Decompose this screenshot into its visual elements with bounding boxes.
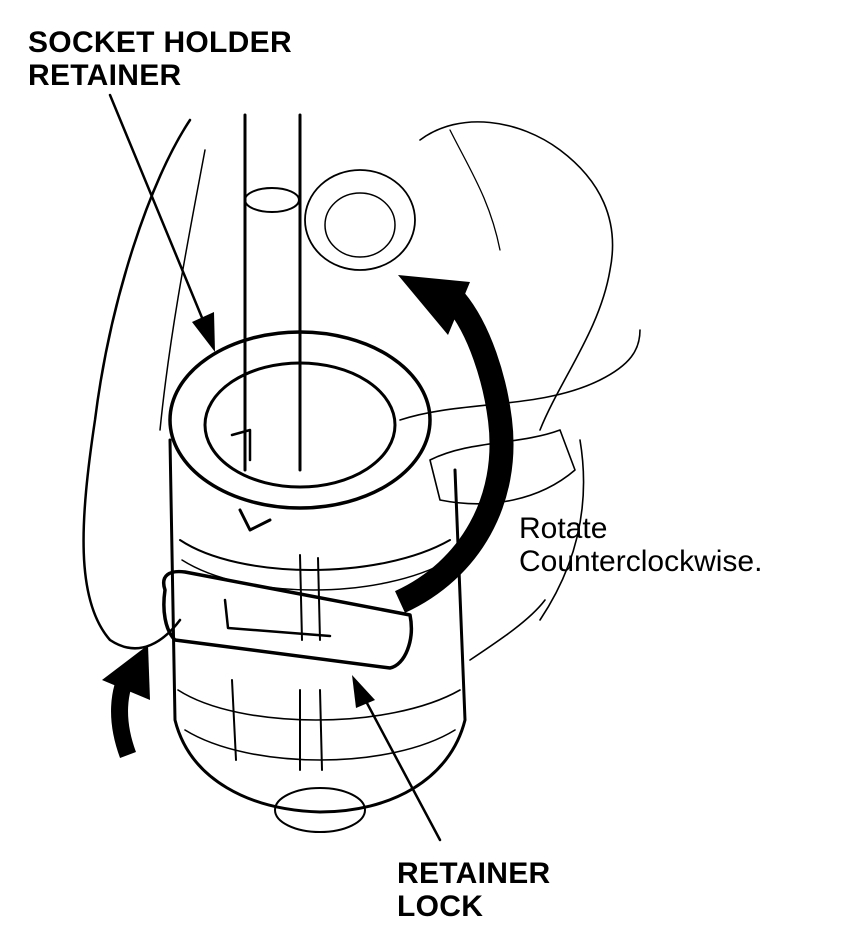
housing-inner: [159, 149, 206, 431]
socket-band-4: [184, 729, 456, 761]
socket-holder-retainer-label: SOCKET HOLDER RETAINER: [28, 26, 292, 92]
background-bracket-2: [449, 129, 501, 251]
push-arrow-icon: [102, 645, 150, 758]
background-panel: [399, 329, 641, 421]
retainer-lock-line-1: RETAINER: [397, 857, 551, 890]
arrowhead-socket-holder: [192, 312, 215, 352]
socket-band-2: [181, 559, 451, 591]
socket-bottom-cap: [274, 787, 366, 833]
background-knob: [304, 169, 416, 271]
retainer-lock-slot: [223, 598, 332, 638]
retainer-ring-inner: [203, 361, 397, 489]
rotate-instruction-label: Rotate Counterclockwise.: [519, 512, 762, 578]
background-edge: [539, 439, 585, 621]
arrowhead-retainer-lock: [352, 675, 375, 708]
retainer-lock-line-2: LOCK: [397, 890, 484, 923]
housing-outline: [82, 118, 192, 650]
socket-holder-retainer-line-1: SOCKET HOLDER: [28, 26, 292, 59]
socket-rib-2: [231, 679, 323, 771]
tool-shaft-top: [244, 187, 300, 213]
background-edge-2: [469, 599, 546, 661]
retainer-notch: [230, 428, 252, 462]
retainer-lock-tab: [162, 569, 413, 670]
retainer-slot: [238, 508, 272, 532]
socket-band-3: [177, 689, 461, 721]
background-bracket: [419, 121, 614, 431]
rotate-instruction-line-1: Rotate: [519, 512, 608, 545]
retainer-lock-label: RETAINER LOCK: [397, 857, 551, 923]
retainer-ring-outer: [168, 330, 432, 510]
tool-shaft: [243, 113, 302, 472]
background-knob-inner: [324, 192, 396, 258]
leader-socket-holder: [108, 93, 207, 327]
socket-body-left: [168, 438, 467, 814]
rotate-instruction-line-2: Counterclockwise.: [519, 545, 763, 578]
rotation-arrow-icon: [394, 275, 514, 613]
leader-retainer-lock: [358, 688, 442, 842]
background-panel-2: [429, 429, 576, 505]
socket-band-1: [179, 539, 451, 571]
socket-holder-retainer-line-2: RETAINER: [28, 59, 182, 92]
